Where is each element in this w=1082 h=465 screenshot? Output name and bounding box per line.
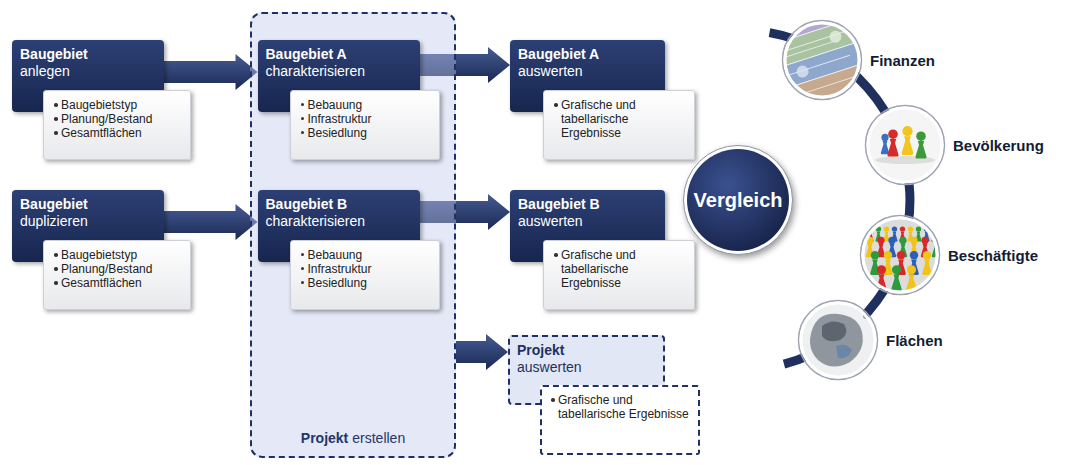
frame-title: Projekt <box>301 430 348 447</box>
block-arrow <box>456 334 508 370</box>
bullet-item: Bebauung <box>301 98 431 112</box>
box-heading: Baugebiet <box>20 196 156 213</box>
box-subheading: auswerten <box>518 63 657 80</box>
bullet-item: Baugebietstyp <box>54 248 182 262</box>
box-subheading: duplizieren <box>20 213 156 230</box>
circle-outline <box>784 22 860 98</box>
bullet-box: BebauungInfrastrukturBesiedlung <box>290 240 440 310</box>
circle-border <box>801 303 875 377</box>
bullet-box: BaugebietstypPlanung/BestandGesamtfläche… <box>43 90 191 160</box>
box-subheading: anlegen <box>20 63 156 80</box>
bullet-item: Grafische und tabellarische Ergebnisse <box>554 248 686 290</box>
bullet-box: BebauungInfrastrukturBesiedlung <box>290 90 440 160</box>
topic-label: Flächen <box>886 332 943 349</box>
bullet-box: Grafische und tabellarische Ergebnisse <box>543 240 695 310</box>
land-picture <box>800 302 876 378</box>
box-heading: Baugebiet B <box>266 196 412 213</box>
topic-circle: Finanzen <box>784 22 860 98</box>
topic-circle: Beschäftigte <box>862 217 938 293</box>
topic-circle: Bevölkerung <box>867 107 943 183</box>
bullet-item: Grafische und tabellarische Ergebnisse <box>554 98 686 140</box>
bullet-box: Grafische und tabellarische Ergebnisse <box>543 90 695 160</box>
circle-outline <box>862 217 938 293</box>
bullet-item: Planung/Bestand <box>54 112 182 126</box>
topic-label: Bevölkerung <box>953 137 1044 154</box>
box-subheading: charakterisieren <box>266 63 412 80</box>
bullet-box: BaugebietstypPlanung/BestandGesamtfläche… <box>43 240 191 310</box>
box-subheading: auswerten <box>517 359 656 376</box>
bullet-item: Grafische und tabellarische Ergebnisse <box>551 393 691 421</box>
box-heading: Baugebiet A <box>266 46 412 63</box>
box-heading: Baugebiet <box>20 46 156 63</box>
circle-rim <box>861 216 940 295</box>
block-arrow <box>164 54 258 90</box>
circle-rim <box>799 301 878 380</box>
frame-title: erstellen <box>352 430 405 447</box>
box-subheading: charakterisieren <box>266 213 412 230</box>
topic-circle: Flächen <box>800 302 876 378</box>
topic-label: Finanzen <box>870 52 935 69</box>
circle-rim <box>866 106 945 185</box>
box-heading: Baugebiet A <box>518 46 657 63</box>
circle-border <box>868 108 942 182</box>
bullet-item: Bebauung <box>301 248 431 262</box>
frame-caption: Projekterstellen <box>252 430 454 447</box>
topic-label: Beschäftigte <box>948 247 1038 264</box>
circle-outline <box>800 302 876 378</box>
circle-border <box>863 218 937 292</box>
people-picture <box>867 107 943 183</box>
circle-rim <box>684 146 793 255</box>
bullet-item: Besiedlung <box>301 126 431 140</box>
circle-label: Vergleich <box>694 189 783 212</box>
circle-fill <box>687 149 789 251</box>
circle-border <box>785 23 859 97</box>
bullet-item: Infrastruktur <box>301 112 431 126</box>
box-subheading: auswerten <box>518 213 657 230</box>
project-frame: ProjekterstellenBaugebiet Acharakterisie… <box>250 12 456 458</box>
bullet-item: Infrastruktur <box>301 262 431 276</box>
circle-outline <box>867 107 943 183</box>
box-heading: Projekt <box>517 342 656 359</box>
compare-circle: Vergleich <box>683 145 793 255</box>
bullet-item: Baugebietstyp <box>54 98 182 112</box>
bullet-item: Planung/Bestand <box>54 262 182 276</box>
bullet-item: Gesamtflächen <box>54 276 182 290</box>
money-picture <box>756 0 883 114</box>
bullet-item: Gesamtflächen <box>54 126 182 140</box>
box-heading: Baugebiet B <box>518 196 657 213</box>
circle-rim <box>783 21 862 100</box>
block-arrow <box>164 204 258 240</box>
bullet-item: Besiedlung <box>301 276 431 290</box>
dashed-bullet-box: Grafische und tabellarische Ergebnisse <box>540 385 700 455</box>
